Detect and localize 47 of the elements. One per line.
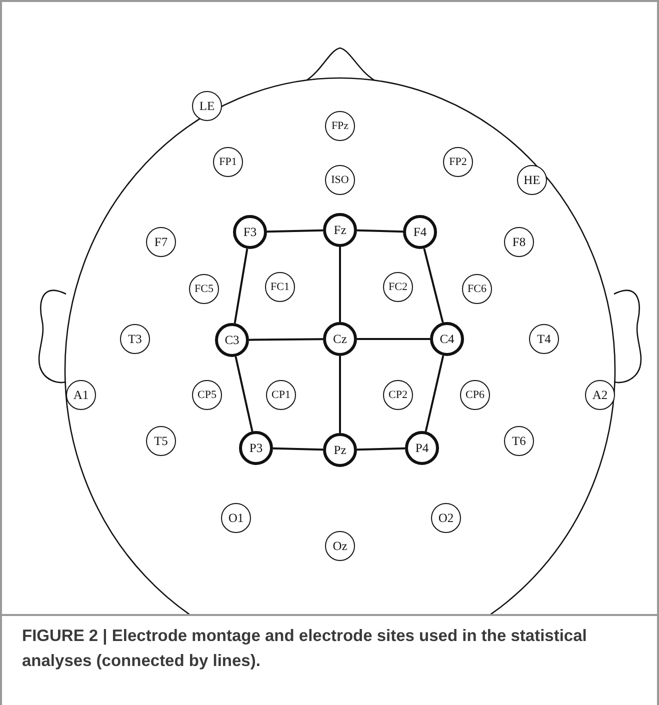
electrode-circle: T6 — [504, 426, 534, 456]
connecting-line — [234, 356, 254, 432]
electrode-circle: Pz — [323, 433, 357, 467]
electrode-circle: T3 — [120, 324, 150, 354]
electrode-circle: A1 — [66, 380, 96, 410]
electrode-circle: F7 — [146, 227, 176, 257]
electrode-circle: O2 — [431, 503, 461, 533]
electrode-circle: Fz — [323, 213, 357, 247]
electrode-circle: FC1 — [265, 272, 295, 302]
electrode-circle: FP1 — [213, 147, 243, 177]
electrode-circle: T4 — [529, 324, 559, 354]
electrode-circle: Cz — [323, 322, 357, 356]
electrode-circle: FC2 — [383, 272, 413, 302]
electrode-circle: A2 — [585, 380, 615, 410]
electrode-circle: CP5 — [192, 380, 222, 410]
electrode-circle: C3 — [215, 323, 249, 357]
electrode-circle: CP6 — [460, 380, 490, 410]
connecting-line — [339, 247, 341, 322]
electrode-circle: FP2 — [443, 147, 473, 177]
electrode-circle: Oz — [325, 531, 355, 561]
electrode-circle: F3 — [233, 215, 267, 249]
electrode-circle: P4 — [405, 431, 439, 465]
connecting-line — [357, 338, 430, 340]
electrode-circle: ISO — [325, 165, 355, 195]
electrode-circle: CP1 — [266, 380, 296, 410]
electrode-circle: T5 — [146, 426, 176, 456]
electrode-circle: O1 — [221, 503, 251, 533]
electrode-circle: CP2 — [383, 380, 413, 410]
connecting-line — [424, 355, 444, 432]
electrode-circle: LE — [192, 91, 222, 121]
electrode-circle: C4 — [430, 322, 464, 356]
connecting-line — [248, 338, 324, 341]
electrode-circle: P3 — [239, 431, 273, 465]
electrode-circle: HE — [517, 165, 547, 195]
electrode-circle: FC5 — [189, 274, 219, 304]
figure-caption: FIGURE 2 | Electrode montage and electrode sites used in the statistical analyses (connected by lines). — [22, 626, 588, 672]
connecting-line — [339, 356, 341, 433]
connecting-line — [423, 248, 444, 323]
electrode-circle: F8 — [504, 227, 534, 257]
electrode-circle: FC6 — [462, 274, 492, 304]
connecting-line — [266, 229, 324, 233]
electrode-circle: F4 — [403, 215, 437, 249]
electrode-circle: FPz — [325, 111, 355, 141]
connecting-line — [234, 248, 248, 324]
connecting-line — [356, 447, 406, 451]
connecting-line — [272, 447, 324, 451]
connecting-line — [356, 229, 404, 233]
